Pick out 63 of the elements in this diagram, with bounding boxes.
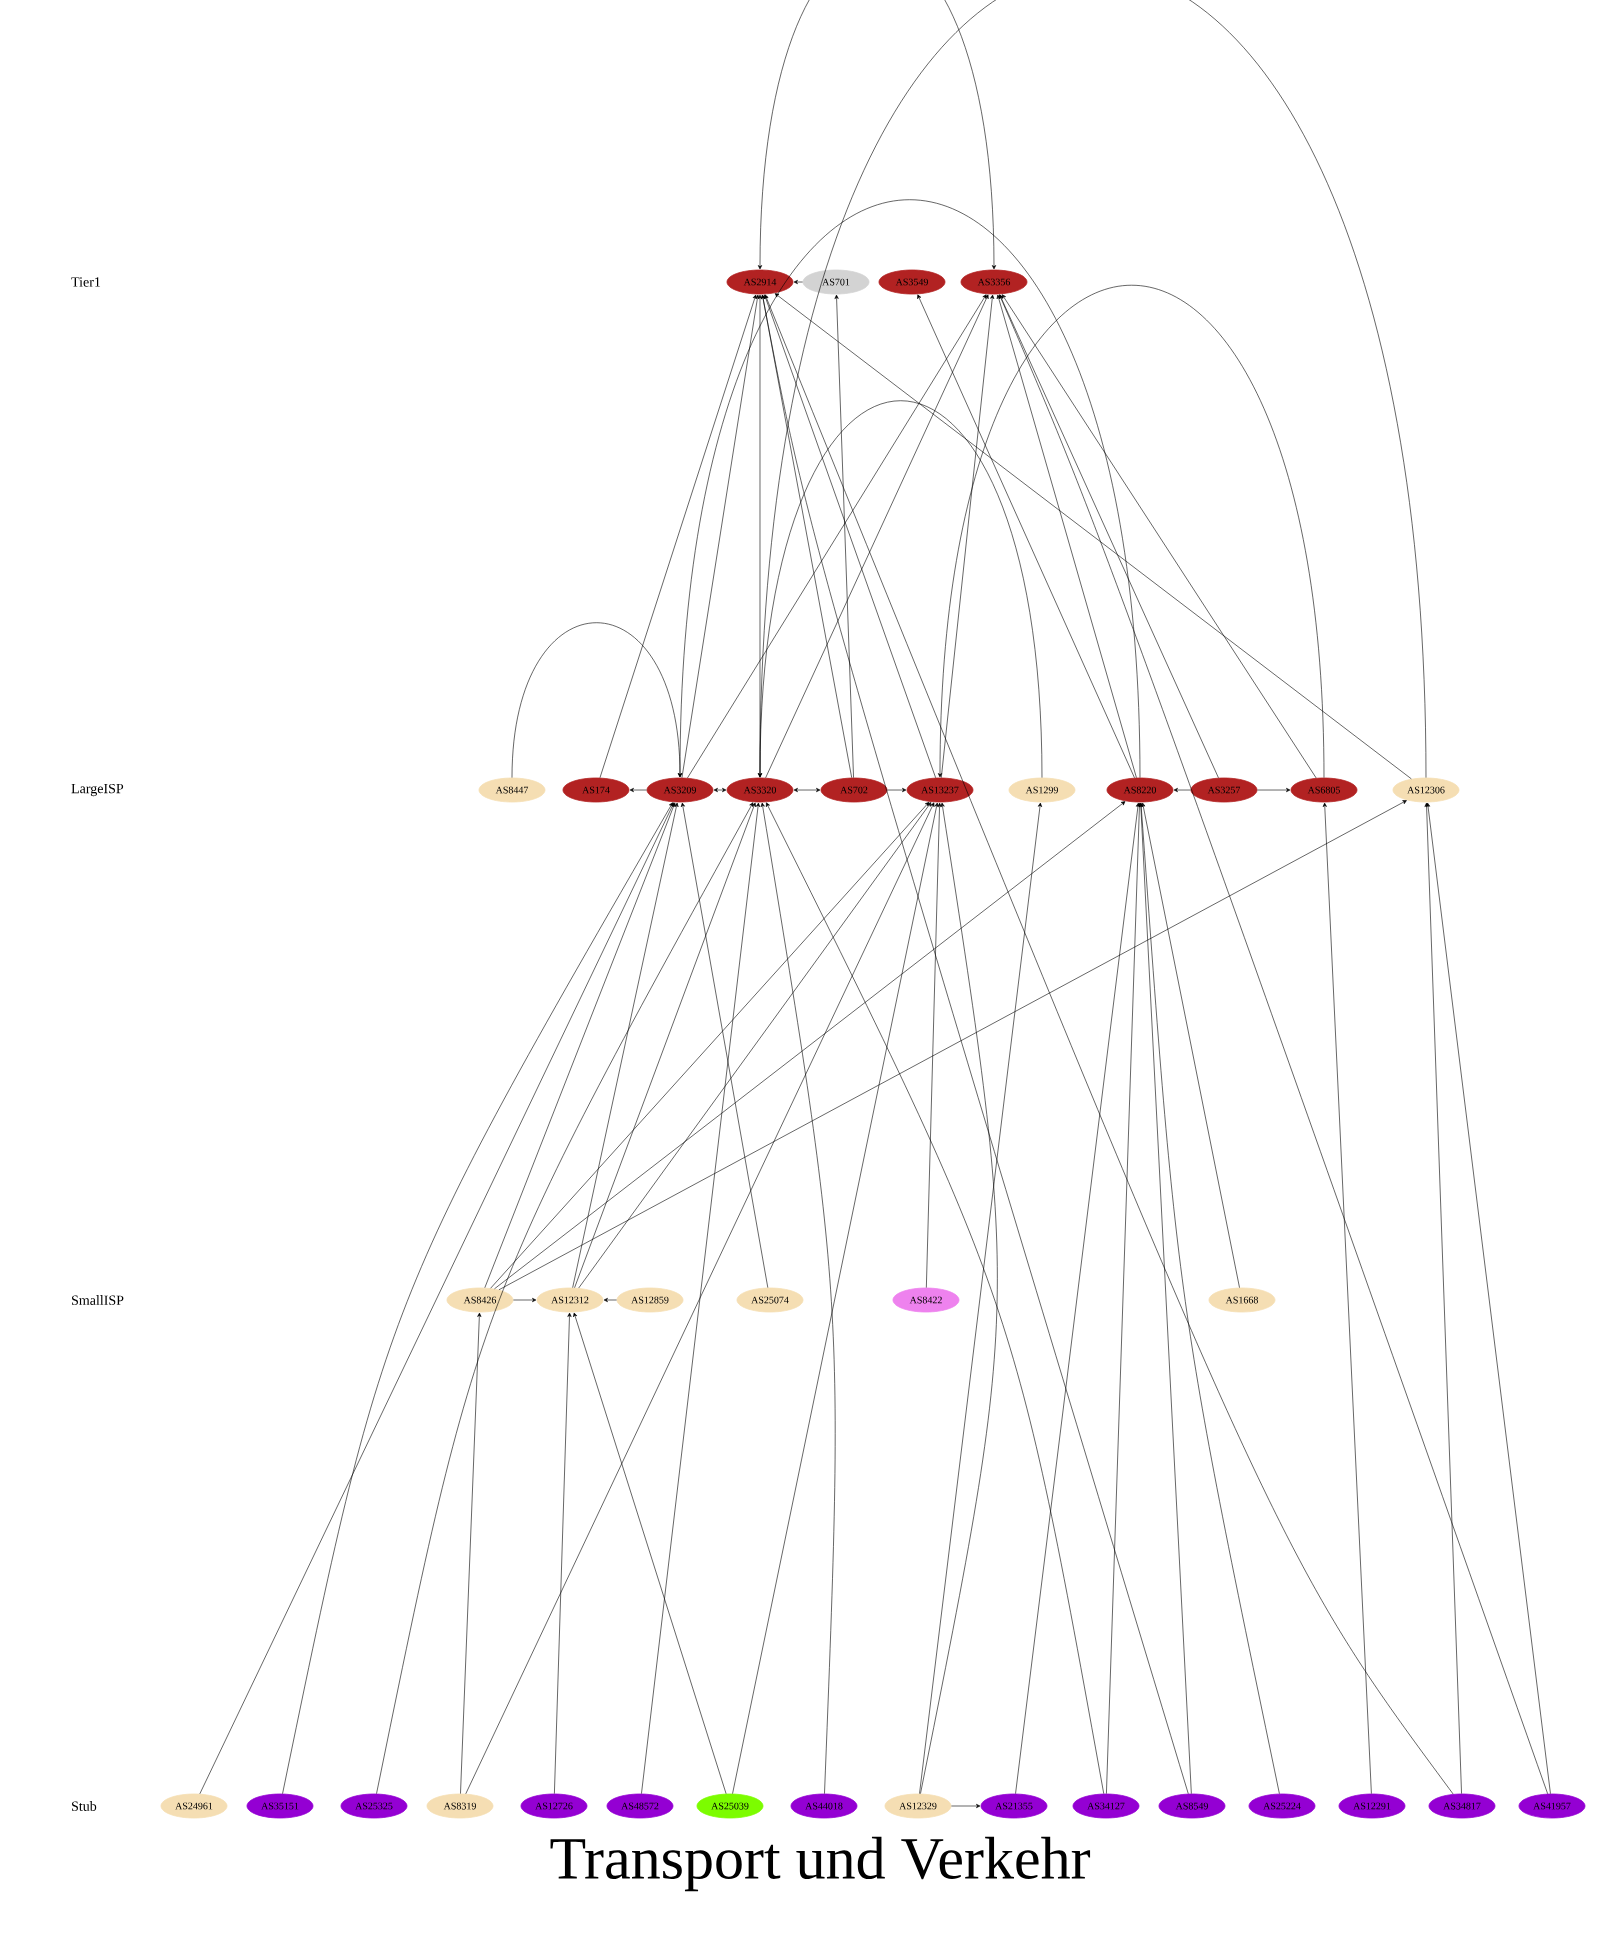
arrow: [760, 802, 836, 1794]
arrow: [999, 294, 1219, 779]
arrow: [917, 294, 1135, 779]
arrow: [573, 1312, 727, 1794]
arrow: [572, 802, 679, 1288]
arrow: [1141, 802, 1240, 1288]
arrow: [681, 294, 760, 778]
arrow: [941, 294, 995, 778]
arrow: [513, 1297, 537, 1303]
arrow: [687, 294, 987, 779]
arrow: [603, 1297, 617, 1303]
arrow: [1424, 802, 1462, 1794]
arrow: [1138, 802, 1192, 1794]
arrow: [919, 802, 1043, 1794]
arrow: [761, 294, 1189, 1794]
arrow: [465, 802, 935, 1795]
arrow: [282, 802, 673, 1794]
arrow: [1139, 802, 1280, 1794]
arrow: [793, 787, 821, 793]
arrow: [1106, 802, 1142, 1794]
arrow: [887, 787, 907, 793]
arrow: [834, 294, 854, 778]
arrow: [996, 294, 1137, 778]
arrow: [999, 294, 1548, 1794]
arrow: [793, 279, 803, 285]
arrow: [578, 802, 932, 1289]
arrow: [677, 199, 1141, 778]
arrow: [757, 400, 1043, 778]
arrow: [484, 802, 676, 1289]
arrow: [926, 802, 942, 1288]
arrow: [937, 284, 1325, 778]
arrow: [574, 802, 756, 1289]
arrow: [1426, 802, 1551, 1794]
arrow: [1322, 802, 1372, 1794]
arrow: [713, 787, 727, 793]
arrow: [757, 0, 997, 270]
arrow: [1173, 787, 1191, 793]
arrow: [763, 294, 936, 778]
arrow: [460, 1312, 482, 1794]
arrow: [1257, 787, 1291, 793]
arrow: [599, 294, 757, 778]
caption: Transport und Verkehr: [550, 1836, 1091, 1892]
arrow: [199, 802, 675, 1795]
arrow: [765, 294, 989, 779]
arrow: [498, 800, 1407, 1291]
arrow: [629, 787, 647, 793]
arrow: [764, 294, 1454, 1795]
arrow: [490, 801, 930, 1289]
arrow: [757, 0, 1427, 778]
arrow: [554, 1312, 572, 1794]
arrow: [376, 802, 754, 1794]
arrow: [494, 801, 1126, 1290]
arrow: [1015, 802, 1140, 1794]
arrow: [951, 1803, 981, 1809]
arrow: [920, 802, 998, 1794]
arrow: [1001, 294, 1317, 779]
arrow: [680, 802, 769, 1288]
arrow: [757, 294, 763, 778]
arrow: [732, 802, 939, 1794]
arrow: [641, 802, 761, 1794]
arrow: [774, 293, 1412, 780]
arrow: [766, 802, 1105, 1794]
arrow: [511, 622, 683, 778]
